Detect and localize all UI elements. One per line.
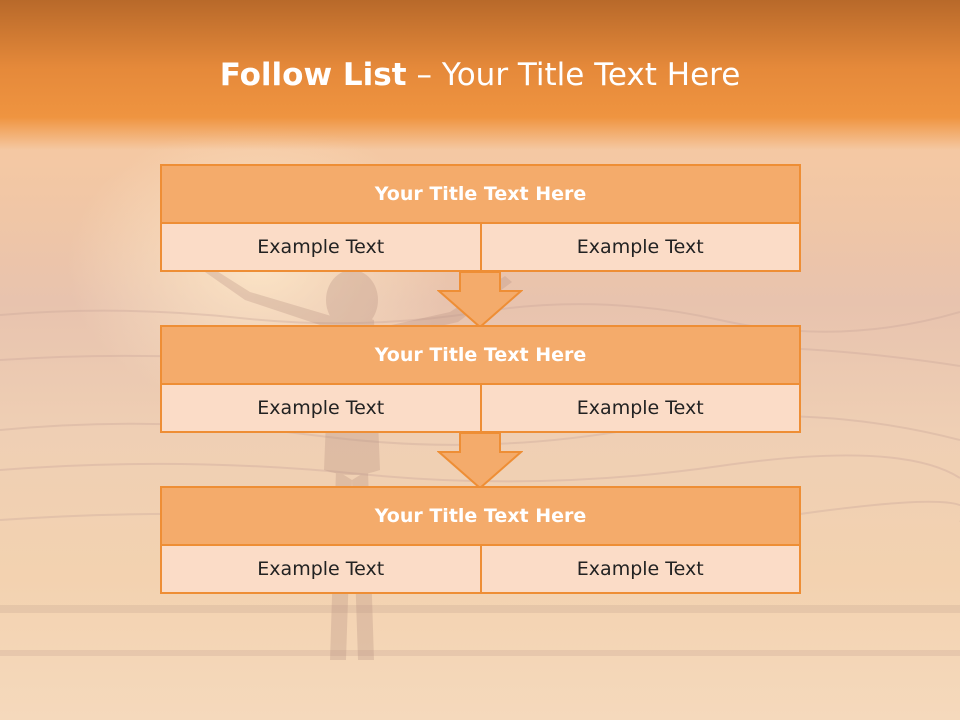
list-block-cell-right: Example Text (479, 385, 800, 431)
list-block-3: Your Title Text Here Example Text Exampl… (160, 486, 801, 594)
list-block-row: Example Text Example Text (162, 224, 799, 270)
list-block-cell-right: Example Text (479, 224, 800, 270)
down-arrow-icon (437, 432, 523, 490)
slide-title-bold: Follow List (219, 57, 407, 93)
list-block-1: Your Title Text Here Example Text Exampl… (160, 164, 801, 272)
list-block-cell-left: Example Text (257, 236, 385, 258)
list-block-title: Your Title Text Here (162, 488, 799, 546)
list-block-cell-right: Example Text (479, 546, 800, 592)
list-block-cell-left: Example Text (257, 558, 385, 580)
list-block-row: Example Text Example Text (162, 385, 799, 431)
list-block-2: Your Title Text Here Example Text Exampl… (160, 325, 801, 433)
list-block-title: Your Title Text Here (162, 166, 799, 224)
list-block-title: Your Title Text Here (162, 327, 799, 385)
list-block-row: Example Text Example Text (162, 546, 799, 592)
down-arrow-icon (437, 271, 523, 329)
list-block-cell-left: Example Text (257, 397, 385, 419)
slide-title: Follow List– Your Title Text Here (0, 52, 960, 98)
slide-title-rest: – Your Title Text Here (416, 57, 741, 93)
header-band (0, 0, 960, 150)
